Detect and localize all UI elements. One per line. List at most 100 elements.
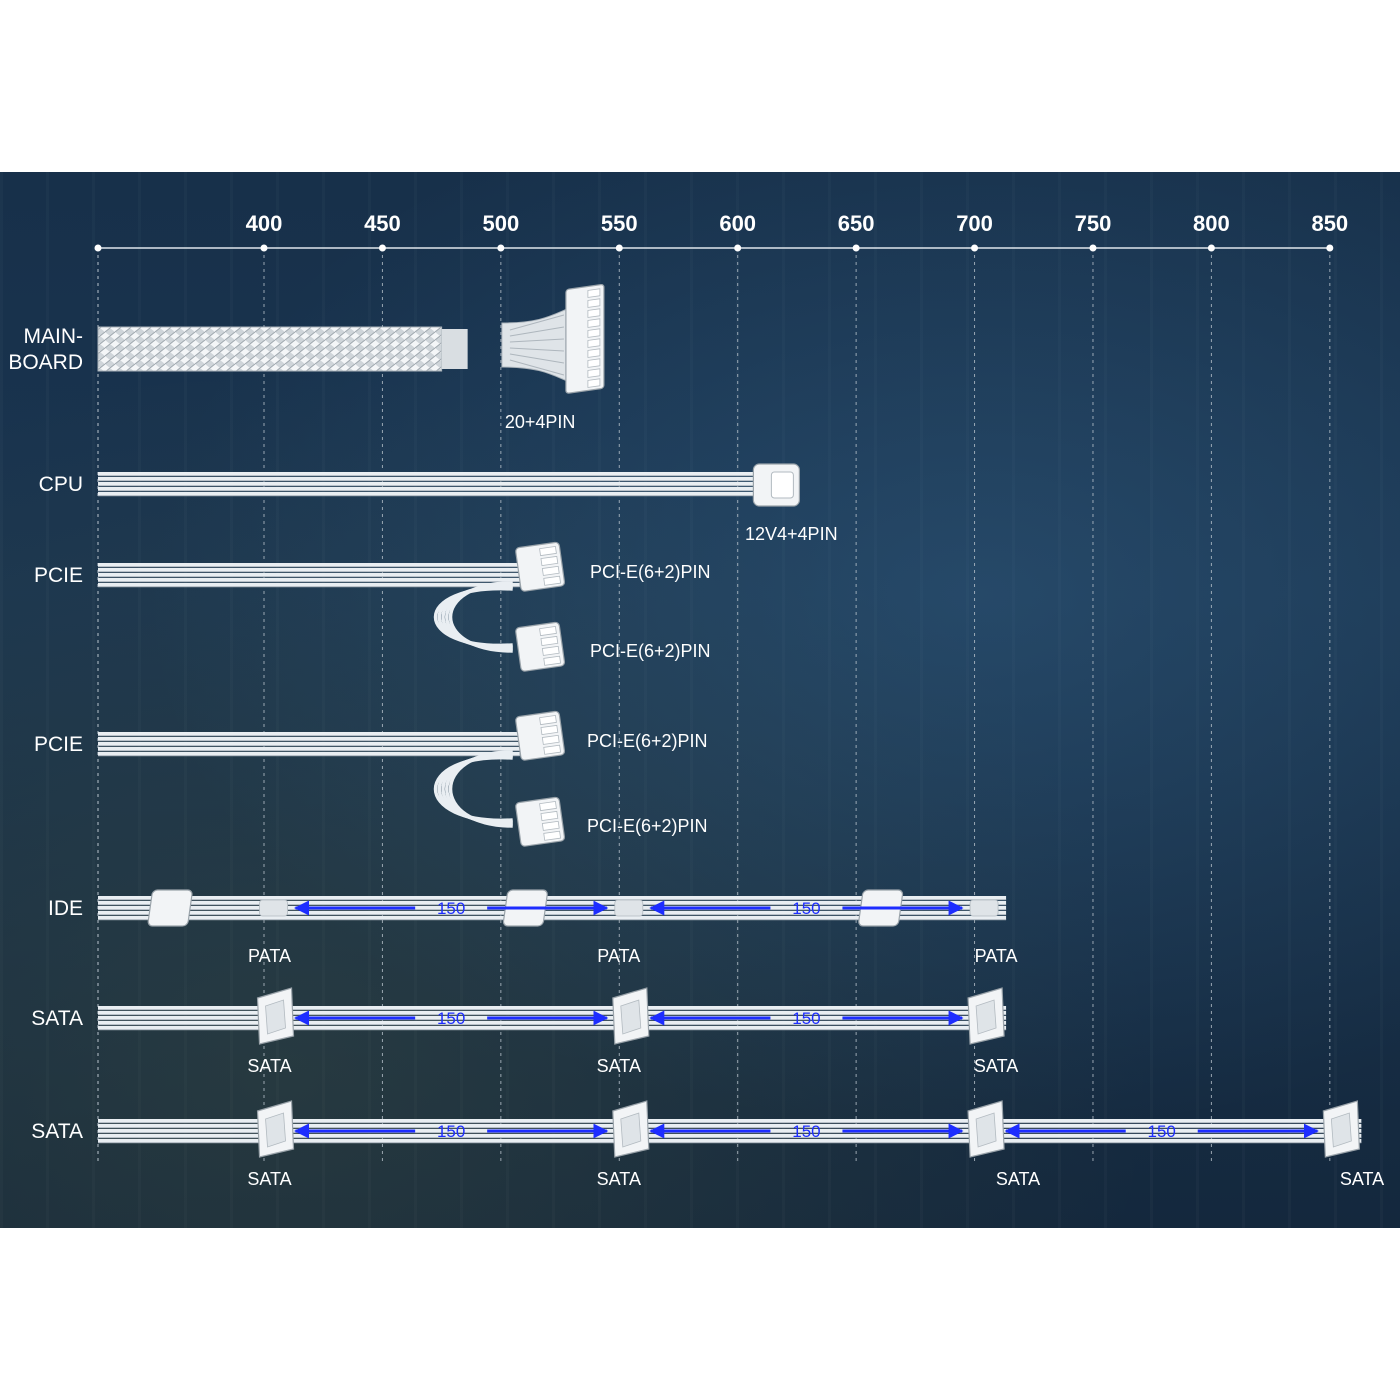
- scale-tick-label: 400: [246, 211, 283, 236]
- connector-label: PCI-E(6+2)PIN: [587, 731, 708, 751]
- dimension-arrow: 150: [649, 899, 964, 918]
- pcie-loop-wires: [434, 750, 513, 828]
- dimension-label: 150: [792, 899, 820, 918]
- dimension-label: 150: [792, 1122, 820, 1141]
- scale-tick-dot: [734, 244, 742, 252]
- scale-tick-label: 550: [601, 211, 638, 236]
- eps-pin-block: [770, 471, 794, 499]
- molex-connector: [147, 889, 288, 927]
- sata-face: [265, 999, 286, 1035]
- pcie-pin: [541, 645, 560, 656]
- pcie-pin: [540, 635, 559, 646]
- dimension-label: 150: [437, 899, 465, 918]
- dimension-label: 150: [792, 1009, 820, 1028]
- atx-pin: [587, 338, 601, 348]
- pcie-pin: [541, 565, 560, 576]
- pcie-loop-wire: [434, 586, 513, 648]
- connector-label: SATA: [597, 1169, 641, 1189]
- connector-label: SATA: [597, 1056, 641, 1076]
- cable-wire-bundle: [98, 563, 520, 588]
- dimension-arrow: 150: [294, 1009, 609, 1028]
- scale-tick-label: 850: [1311, 211, 1348, 236]
- cable-name-label: SATA: [31, 1007, 83, 1030]
- atx-fan-wire: [509, 359, 565, 376]
- atx-fan-wire: [509, 353, 564, 364]
- sata-connector: [612, 987, 650, 1045]
- cable-name-label: PCIE: [34, 564, 83, 587]
- atx-fan-wire: [509, 326, 564, 337]
- scale-tick-label: 650: [838, 211, 875, 236]
- atx-pin: [587, 288, 601, 298]
- scale-tick-dot: [1089, 244, 1097, 252]
- cable-wire-bundle: [98, 732, 520, 757]
- pcie-loop-wires: [434, 581, 513, 653]
- sata-connector: [612, 1100, 650, 1158]
- sata-connector: [256, 1100, 295, 1158]
- molex-housing: [147, 889, 193, 927]
- pcie-pin: [540, 724, 559, 735]
- connector-label: SATA: [974, 1056, 1018, 1076]
- connector-label: PCI-E(6+2)PIN: [587, 816, 708, 836]
- scale-tick-label: 600: [719, 211, 756, 236]
- pcie-connector: [515, 796, 566, 847]
- molex-face: [969, 899, 999, 917]
- atx-fan-wires: [501, 306, 573, 384]
- dimension-label: 150: [437, 1122, 465, 1141]
- eps-connector: [752, 463, 800, 507]
- pcie-pin: [541, 820, 560, 831]
- cable-name-label: BOARD: [8, 351, 83, 374]
- sata-connector: [1322, 1100, 1360, 1158]
- sleeve-end: [441, 329, 468, 369]
- scale-tick-dot: [852, 244, 860, 252]
- cable-name-label: SATA: [31, 1120, 83, 1143]
- pcie-pin: [539, 801, 557, 812]
- sata-connector: [256, 987, 295, 1045]
- pcie-pin: [541, 734, 560, 745]
- pcie-pin: [543, 744, 562, 755]
- cable-name-label: IDE: [48, 897, 83, 920]
- cable-wire-bundle: [98, 472, 757, 497]
- cable-name-label: CPU: [39, 473, 83, 496]
- connector-label: SATA: [247, 1169, 291, 1189]
- sata-connector: [967, 987, 1005, 1045]
- dimension-arrow: 150: [1004, 1122, 1319, 1141]
- pcie-connector: [515, 541, 566, 592]
- pcie-pin: [540, 810, 559, 821]
- cable-pcie2: PCIE PCI-E(6+2)PIN PCI-E(6+2)PIN: [34, 710, 708, 847]
- atx-fan-wire: [509, 347, 564, 352]
- scale-tick-dot: [260, 244, 268, 252]
- dimension-arrow: 150: [649, 1122, 964, 1141]
- atx-pin: [587, 348, 601, 358]
- atx-pin: [587, 368, 601, 378]
- atx-connector: [501, 283, 605, 394]
- molex-face: [614, 899, 644, 917]
- scale-tick-dot: [378, 244, 386, 252]
- connector-label: PCI-E(6+2)PIN: [590, 562, 711, 582]
- pcie-pin: [539, 626, 557, 637]
- sata-face: [975, 999, 997, 1035]
- atx-fan-wire: [509, 314, 565, 331]
- scale-tick-label: 800: [1193, 211, 1230, 236]
- sata-face: [265, 1112, 286, 1148]
- connector-label: PATA: [975, 946, 1018, 966]
- scale-tick-label: 500: [482, 211, 519, 236]
- cable-name-label: PCIE: [34, 733, 83, 756]
- scale-tick-dot: [497, 244, 505, 252]
- atx-pin: [587, 308, 601, 318]
- atx-pin: [587, 318, 601, 328]
- atx-fan-wire: [509, 338, 564, 343]
- scale-tick-dot: [615, 244, 623, 252]
- connector-label: SATA: [996, 1169, 1040, 1189]
- atx-pin: [587, 298, 601, 308]
- atx-pin: [587, 358, 601, 368]
- cable-name-label: MAIN-: [24, 325, 84, 348]
- pcie-pin: [543, 575, 562, 586]
